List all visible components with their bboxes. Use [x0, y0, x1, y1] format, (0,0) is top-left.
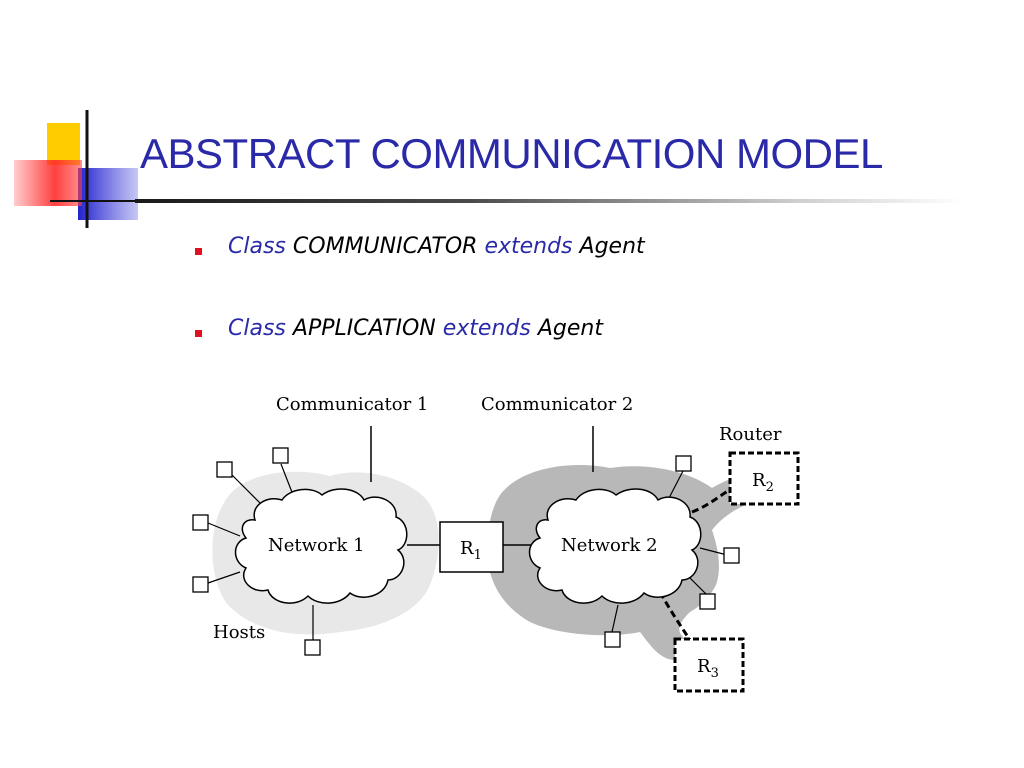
bullet-class-name: APPLICATION — [292, 316, 436, 341]
router-label: Router — [719, 424, 782, 445]
router-r2-box — [728, 451, 800, 506]
router-r1-box — [439, 521, 504, 573]
bullet-communicator: Class COMMUNICATOR extends Agent — [195, 232, 645, 262]
communicator-2-label: Communicator 2 — [481, 394, 633, 415]
logo-red-square — [14, 160, 82, 206]
bullet-keyword-class: Class — [228, 316, 286, 341]
network-1-hosts — [192, 447, 321, 656]
communicator-1-label: Communicator 1 — [276, 394, 428, 415]
hosts-label: Hosts — [213, 622, 265, 643]
network-2-hosts — [604, 455, 740, 648]
bullet-keyword-class: Class — [228, 234, 286, 259]
slide-title: ABSTRACT COMMUNICATION MODEL — [140, 130, 883, 177]
bullet-application: Class APPLICATION extends Agent — [195, 314, 645, 344]
router-r3-box — [673, 637, 745, 693]
bullet-parent-class: Agent — [537, 316, 603, 341]
bullet-square-icon — [195, 330, 202, 337]
network-1-label: Network 1 — [268, 535, 365, 556]
bullet-class-name: COMMUNICATOR — [292, 234, 478, 259]
network-diagram: R1 R2 R3 Communicator 1 Communicator 2 R… — [192, 394, 800, 693]
logo-yellow-square — [47, 123, 80, 165]
bullet-keyword-extends: extends — [484, 234, 573, 259]
network-2-cloud — [528, 488, 702, 604]
bullet-parent-class: Agent — [579, 234, 645, 259]
network-2-label: Network 2 — [561, 535, 658, 556]
bullet-square-icon — [195, 248, 202, 255]
router-r2-label: R2 — [752, 470, 774, 495]
bullet-keyword-extends: extends — [442, 316, 531, 341]
router-r1-label: R1 — [460, 538, 482, 563]
network-1-cloud — [234, 488, 408, 604]
slide-logo-decoration — [14, 110, 140, 228]
router-r3-label: R3 — [697, 656, 719, 681]
title-underline — [135, 199, 965, 203]
network-2-host-links — [611, 470, 732, 633]
bullet-list: Class COMMUNICATOR extends Agent Class A… — [195, 232, 645, 396]
